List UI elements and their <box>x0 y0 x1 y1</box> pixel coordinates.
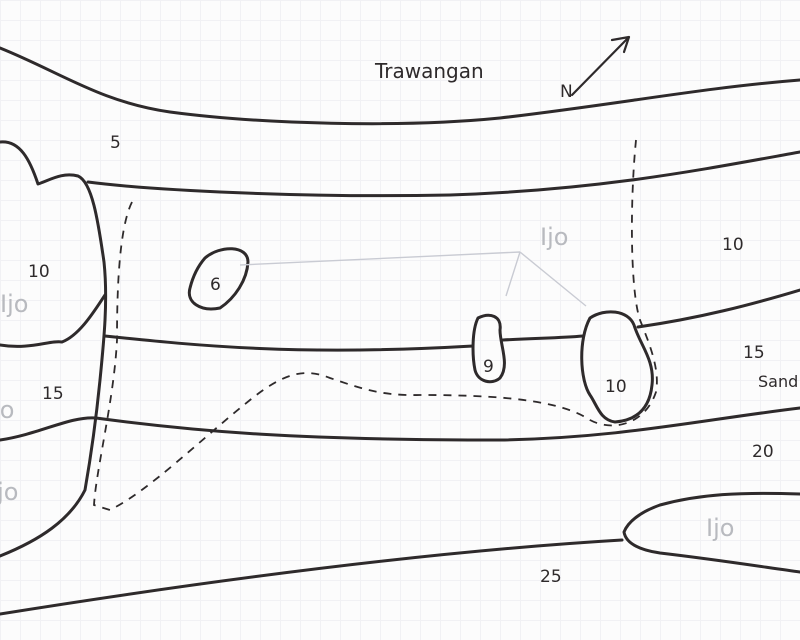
depth-label-15-left: 15 <box>42 384 64 404</box>
contour-10m-b <box>501 334 585 342</box>
map-title: Trawangan <box>374 59 484 83</box>
north-arrow-icon <box>570 35 631 97</box>
contour-20m <box>0 538 624 616</box>
contour-5m <box>86 150 800 198</box>
contour-15m <box>0 406 800 442</box>
dive-route <box>93 139 658 511</box>
pinnacle-label-9: 9 <box>483 357 494 377</box>
contour-10m-c <box>636 288 800 329</box>
depth-label-10-left: 10 <box>28 262 50 282</box>
pinnacle-10 <box>580 310 654 424</box>
reef-blob-left <box>0 140 108 558</box>
pinnacle-9 <box>471 313 506 384</box>
ijo-label-left-mid: Ijo <box>0 396 14 424</box>
depth-label-20: 20 <box>752 442 774 462</box>
depth-label-10-right: 10 <box>722 235 744 255</box>
pinnacle-6 <box>187 247 250 311</box>
depth-label-25: 25 <box>540 567 562 587</box>
pinnacle-label-6: 6 <box>210 275 221 295</box>
ijo-label-center: Ijo <box>540 223 568 251</box>
contour-shore <box>0 46 800 126</box>
north-label: N <box>560 82 573 102</box>
ijo-label-left-bottom: Ijo <box>0 478 18 506</box>
depth-label-5: 5 <box>110 133 121 153</box>
sand-label: Sand <box>758 372 798 391</box>
pointer-lines <box>239 251 587 307</box>
ijo-label-left-top: Ijo <box>0 290 28 318</box>
pinnacle-label-10: 10 <box>605 377 627 397</box>
contour-10m <box>103 334 475 352</box>
ijo-label-right: Ijo <box>706 514 734 542</box>
depth-label-15-right: 15 <box>743 343 765 363</box>
reef-blob-left-lower-edge <box>0 293 107 348</box>
reef-blob-right <box>622 491 800 574</box>
